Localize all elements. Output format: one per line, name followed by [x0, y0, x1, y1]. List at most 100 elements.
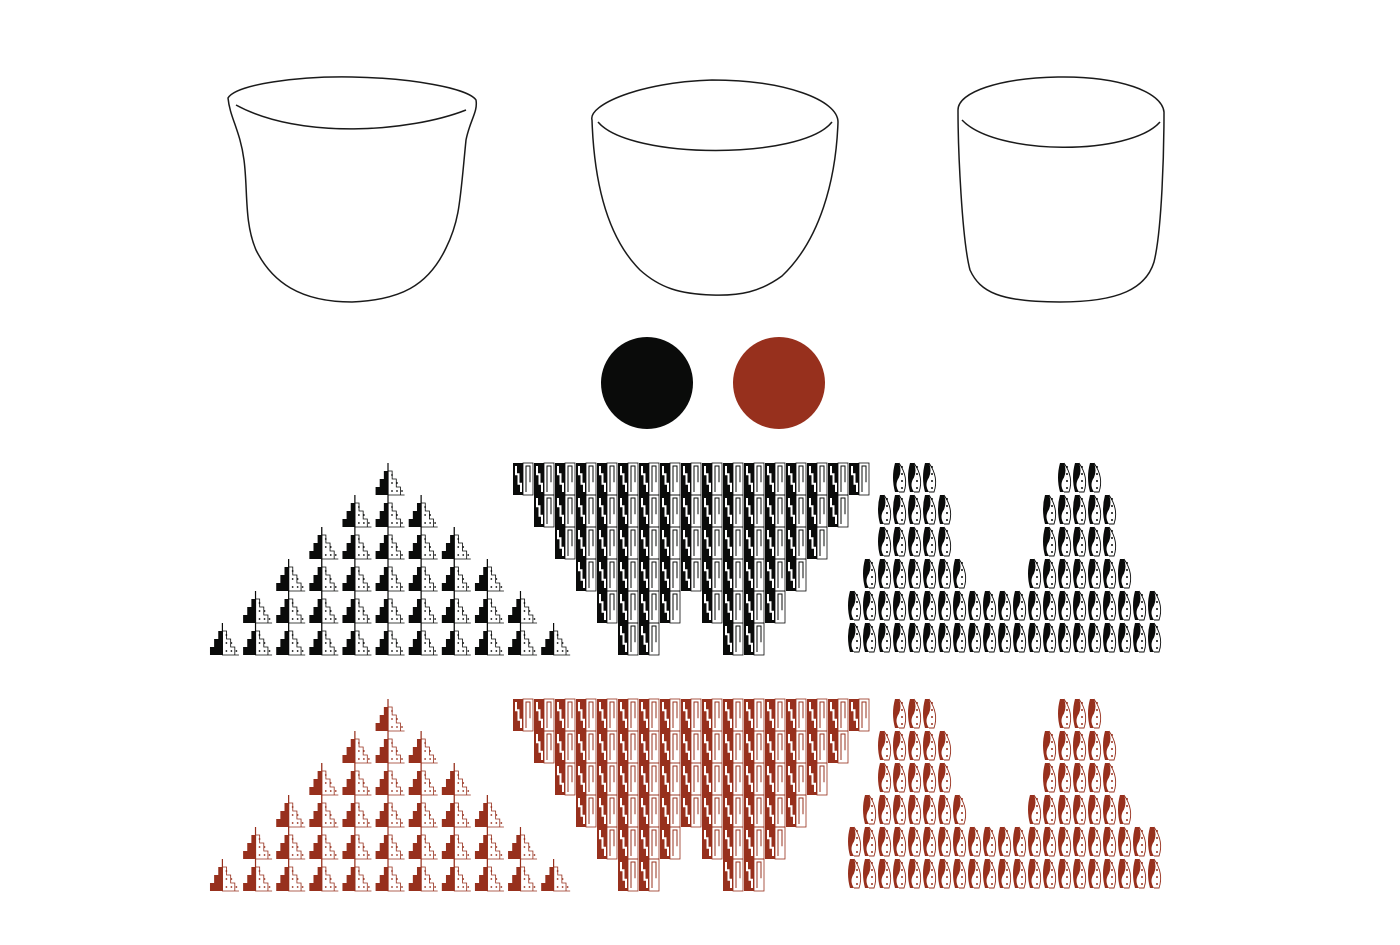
stepped-fret-tile: [305, 623, 339, 656]
scroll-key-tile: [849, 698, 870, 732]
stepped-fret-tile: [338, 591, 372, 624]
interlock-wave-tile: [908, 526, 922, 557]
stepped-fret-tile: [437, 795, 471, 828]
interlock-wave-tile: [908, 494, 922, 525]
interlock-wave-tile: [1103, 826, 1117, 857]
interlock-wave-tile: [908, 762, 922, 793]
interlock-wave-tile: [938, 622, 952, 653]
scroll-key-tile: [786, 794, 807, 828]
interlock-wave-tile: [968, 858, 982, 889]
stepped-fret-tile: [404, 495, 438, 528]
interlock-wave-tile: [878, 622, 892, 653]
stepped-fret-tile: [404, 859, 438, 892]
scroll-key-tile: [576, 558, 597, 592]
interlock-wave-tile: [1058, 730, 1072, 761]
stepped-fret-tile: [503, 623, 538, 656]
scroll-key-tile: [681, 526, 702, 560]
scroll-key-tile: [702, 462, 723, 496]
stepped-fret-tile: [238, 859, 273, 892]
interlock-wave-tile: [848, 622, 862, 653]
stepped-fret-tile: [338, 859, 372, 892]
interlock-wave-tile: [1088, 494, 1102, 525]
interlock-wave-tile: [1088, 762, 1102, 793]
interlock-wave-tile: [923, 858, 937, 889]
interlock-wave-tile: [998, 826, 1012, 857]
interlock-wave-tile: [1013, 590, 1027, 621]
stepped-fret-tile: [470, 591, 504, 624]
interlock-wave-tile: [938, 762, 952, 793]
stepped-fret-tile: [238, 623, 273, 656]
interlock-wave-tile: [983, 590, 997, 621]
black-color-swatch: [601, 337, 693, 429]
stepped-fret-tile: [338, 495, 372, 528]
scroll-key-tile: [597, 590, 618, 624]
scroll-key-tile: [660, 558, 681, 592]
scroll-key-tile: [765, 494, 786, 528]
interlock-wave-tile: [1088, 558, 1102, 589]
scroll-key-tile: [744, 558, 765, 592]
stepped-fret-tile: [305, 795, 339, 828]
black-pattern-row: [205, 462, 1162, 656]
interlock-wave-tile: [1043, 622, 1057, 653]
scroll-key-tile: [534, 494, 555, 528]
interlock-wave-tile: [968, 622, 982, 653]
scroll-key-tile: [639, 622, 660, 656]
interlock-wave-tile: [1013, 826, 1027, 857]
stepped-fret-tile: [338, 763, 372, 796]
interlock-wave-tile: [953, 622, 967, 653]
interlock-wave-tile: [953, 858, 967, 889]
scroll-key-tile: [765, 826, 786, 860]
stepped-fret-tile: [503, 827, 538, 860]
scroll-key-tile: [534, 730, 555, 764]
inverted-w-pattern: [513, 698, 870, 892]
interlock-wave-tile: [1058, 826, 1072, 857]
interlock-wave-tile: [1103, 494, 1117, 525]
interlock-wave-tile: [1148, 826, 1162, 857]
scroll-key-tile: [723, 826, 744, 860]
scroll-key-tile: [597, 794, 618, 828]
interlock-wave-tile: [983, 826, 997, 857]
interlock-wave-tile: [953, 558, 967, 589]
stepped-fret-tile: [338, 559, 372, 592]
scroll-key-tile: [639, 730, 660, 764]
interlock-wave-tile: [923, 762, 937, 793]
scroll-key-tile: [807, 762, 828, 796]
stepped-fret-tile: [470, 559, 504, 592]
scroll-key-tile: [786, 558, 807, 592]
interlock-wave-tile: [1043, 730, 1057, 761]
stepped-fret-tile: [371, 495, 405, 528]
scroll-key-tile: [660, 826, 681, 860]
scroll-key-tile: [744, 826, 765, 860]
interlock-wave-tile: [1043, 762, 1057, 793]
scroll-key-tile: [723, 622, 744, 656]
stepped-fret-tile: [272, 859, 306, 892]
interlock-wave-tile: [908, 590, 922, 621]
scroll-key-tile: [723, 762, 744, 796]
scroll-key-tile: [765, 794, 786, 828]
interlock-wave-tile: [1118, 590, 1132, 621]
stepped-fret-tile: [437, 827, 471, 860]
scroll-key-tile: [597, 558, 618, 592]
scroll-key-tile: [597, 526, 618, 560]
interlock-wave-tile: [938, 794, 952, 825]
scroll-key-tile: [828, 462, 849, 496]
scroll-key-tile: [618, 622, 639, 656]
interlock-wave-tile: [923, 590, 937, 621]
scroll-key-tile: [765, 590, 786, 624]
stepped-fret-tile: [338, 827, 372, 860]
flared-rim-jar: [227, 76, 478, 303]
interlock-wave-tile: [1043, 826, 1057, 857]
interlock-wave-tile: [1103, 794, 1117, 825]
interlock-wave-tile: [908, 826, 922, 857]
vessel-outlines: [227, 76, 1165, 303]
interlock-wave-tile: [1088, 526, 1102, 557]
color-swatches: [601, 337, 825, 429]
interlock-wave-tile: [908, 622, 922, 653]
scroll-key-tile: [723, 526, 744, 560]
interlock-wave-tile: [923, 698, 937, 729]
interlock-wave-tile: [848, 858, 862, 889]
interlock-wave-tile: [1088, 826, 1102, 857]
interlock-wave-tile: [878, 558, 892, 589]
scroll-key-tile: [639, 858, 660, 892]
